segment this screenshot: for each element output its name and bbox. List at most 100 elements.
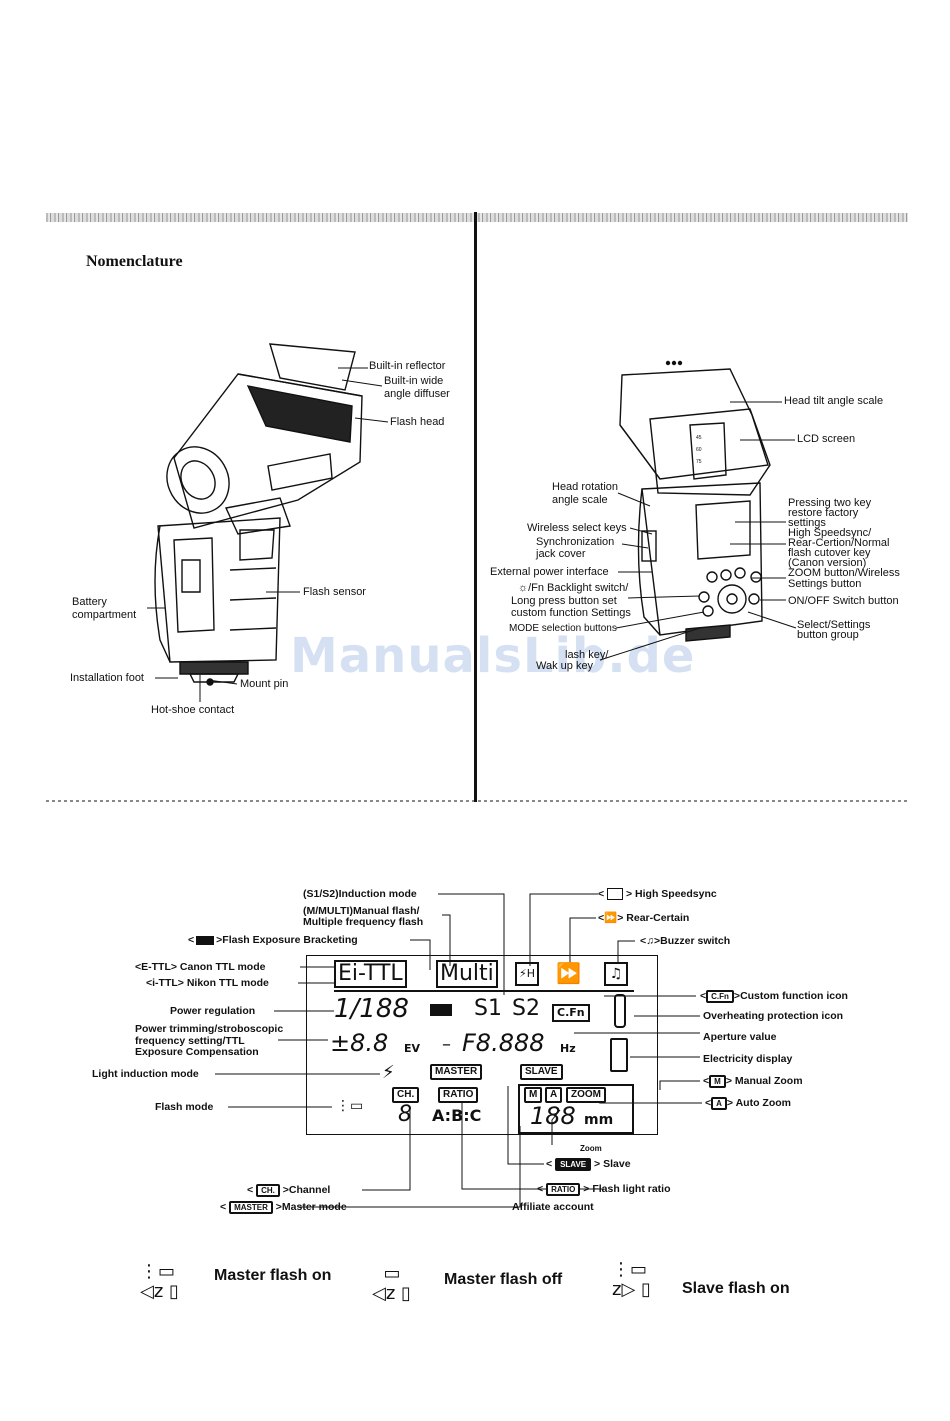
label-flash-head: Flash head <box>390 416 445 428</box>
lcd-hz: Hz <box>560 1042 576 1055</box>
label-zoom-1: ZOOM button/Wireless <box>788 567 900 579</box>
lcd-f-value: F8.888 <box>462 1029 545 1057</box>
lcd-zoom-box <box>518 1084 634 1134</box>
lcd-label-ittl: <i-TTL> Nikon TTL mode <box>146 977 269 989</box>
label-hss-4: (Canon version) <box>788 557 867 569</box>
label-diffuser-2: angle diffuser <box>384 388 450 400</box>
lcd-bracket-icon <box>430 1004 452 1016</box>
lcd-ch: CH. <box>392 1087 420 1103</box>
lcd-label-electricity: Electricity display <box>703 1053 793 1065</box>
lcd-label-aperture: Aperture value <box>703 1031 777 1043</box>
label-sync-1: Synchronization <box>536 536 615 548</box>
label-wireless-keys: Wireless select keys <box>527 522 627 534</box>
bracket-icon <box>196 935 215 945</box>
rear-icon: ⏩ <box>604 912 618 924</box>
watermark: ManualsLib.de <box>290 628 696 684</box>
svg-text:60: 60 <box>696 447 702 453</box>
lcd-label-power-reg: Power regulation <box>170 1005 256 1017</box>
lcd-ratio: RATIO <box>438 1087 479 1103</box>
label-sync-2: jack cover <box>536 548 586 560</box>
label-battery-1: Battery <box>72 596 107 608</box>
lcd-label-hss: < > High Speedsync <box>598 888 717 901</box>
page-title: Nomenclature <box>86 253 183 270</box>
lcd-ch-digit: 8 <box>398 1102 412 1127</box>
label-restore-2: restore factory <box>788 507 859 519</box>
label-backlight-1: ☼/Fn Backlight switch/ <box>518 582 629 594</box>
label-mode-buttons: MODE selection buttons <box>509 623 617 634</box>
label-wake-2: Wak up key <box>536 660 594 672</box>
lcd-zoom-label: ZOOM <box>566 1087 606 1103</box>
label-mount-pin: Mount pin <box>240 678 289 690</box>
lcd-label-manual-zoom: <M> Manual Zoom <box>703 1075 803 1088</box>
label-hss-1: High Speedsync/ <box>788 527 872 539</box>
label-hss-2: Rear-Certion/Normal <box>788 537 890 549</box>
lcd-mm-value: 188 <box>530 1102 576 1130</box>
lcd-s1: S1 <box>474 996 502 1021</box>
lcd-label-slave: < SLAVE > Slave <box>546 1158 631 1171</box>
lcd-rear-icon: ⏩ <box>556 961 581 985</box>
lcd-label-master: < MASTER >Master mode <box>220 1201 347 1214</box>
lcd-label-ettl: <E-TTL> Canon TTL mode <box>135 961 266 973</box>
lcd-slave: SLAVE <box>520 1064 563 1080</box>
label-ext-power: External power interface <box>490 566 609 578</box>
legend-master-off: Master flash off <box>444 1271 563 1288</box>
label-reflector: Built-in reflector <box>369 360 446 372</box>
lcd-panel <box>306 955 658 1135</box>
lcd-label-overheat: Overheating protection icon <box>703 1010 844 1022</box>
lcd-buzzer-icon: ♫ <box>604 962 628 986</box>
label-zoom-2: Settings button <box>788 578 862 590</box>
label-flash-sensor: Flash sensor <box>303 586 366 598</box>
label-wake-1: lash key/ <box>565 649 609 661</box>
lcd-ev-unit: EV <box>404 1042 421 1055</box>
label-backlight-3: custom function Settings <box>511 607 631 619</box>
label-onoff: ON/OFF Switch button <box>788 595 899 607</box>
svg-text:75: 75 <box>696 459 702 465</box>
rear-flash-illustration: 45 60 75 <box>619 360 771 642</box>
lcd-label-s1s2: (S1/S2)Induction mode <box>303 888 417 900</box>
top-band <box>46 213 908 222</box>
legend-master-on: Master flash on <box>214 1267 332 1284</box>
lcd-s2: S2 <box>512 996 540 1021</box>
lcd-power: 1/188 <box>334 994 409 1024</box>
lcd-label-auto-zoom: <A> Auto Zoom <box>705 1097 791 1110</box>
lcd-label-trim-2: frequency setting/TTL <box>135 1035 245 1047</box>
lcd-dash: – <box>442 1034 451 1055</box>
lcd-zoom-m: M <box>524 1087 543 1103</box>
lcd-ettl: Ei-TTL <box>334 960 407 988</box>
lcd-label-rear: <⏩> Rear-Certain <box>598 912 690 924</box>
label-lcd-screen: LCD screen <box>797 433 856 445</box>
lcd-label-zoom: Zoom <box>580 1144 602 1153</box>
front-callout-lines <box>147 367 389 702</box>
rear-callout-lines <box>599 401 797 661</box>
lcd-label-buzzer: <♫>Buzzer switch <box>640 935 731 947</box>
hss-icon <box>607 888 624 901</box>
label-rotation-2: angle scale <box>552 494 608 506</box>
legend-slave-on: Slave flash on <box>682 1280 790 1297</box>
lcd-master: MASTER <box>430 1064 483 1080</box>
lcd-label-channel: < CH. >Channel <box>247 1184 331 1197</box>
lcd-cfn: C.Fn <box>552 1004 590 1022</box>
label-hot-shoe: Hot-shoe contact <box>151 704 235 716</box>
lcd-label-affiliate: Affiliate account <box>512 1201 594 1213</box>
lcd-thermometer-icon <box>614 994 626 1028</box>
lcd-zoom-a: A <box>545 1087 563 1103</box>
lcd-light-ind-icon: ⚡ <box>382 1062 395 1083</box>
label-select-1: Select/Settings <box>797 619 871 631</box>
lcd-ev-value: ±8.8 <box>330 1029 389 1057</box>
divider-line <box>474 212 477 802</box>
lcd-flash-mode-icon: ⋮▭ <box>336 1098 364 1114</box>
label-rotation-1: Head rotation <box>552 481 619 493</box>
label-battery-2: compartment <box>72 609 137 621</box>
lcd-multi: Multi <box>436 960 498 988</box>
lcd-label-ratio: < RATIO > Flash light ratio <box>537 1183 671 1196</box>
label-diffuser-1: Built-in wide <box>384 375 444 387</box>
label-restore-3: settings <box>788 517 826 529</box>
label-restore-1: Pressing two key <box>788 497 872 509</box>
lcd-label-multi-2: Multiple frequency flash <box>303 916 424 928</box>
slave-on-icon: ⋮▭z▷ ▯ <box>612 1259 651 1300</box>
lcd-label-trim-1: Power trimming/stroboscopic <box>135 1023 284 1035</box>
lcd-underline <box>334 990 634 992</box>
lcd-label-light-ind: Light induction mode <box>92 1068 199 1080</box>
lcd-label-cfn: <C.Fn>Custom function icon <box>700 990 848 1003</box>
label-backlight-2: Long press button set <box>511 595 617 607</box>
